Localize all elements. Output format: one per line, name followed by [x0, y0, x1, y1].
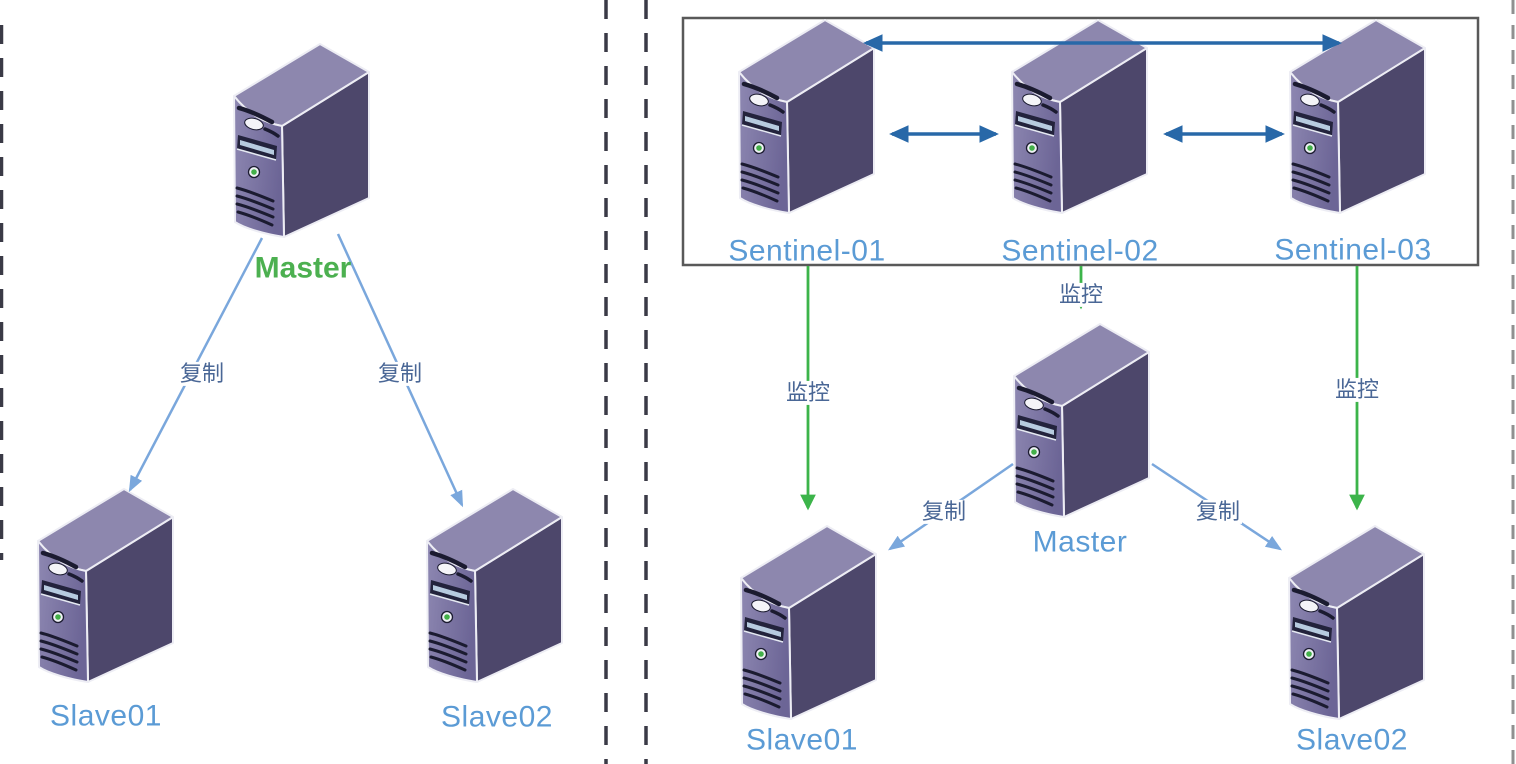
monitor-label-2: 监控 — [1056, 281, 1106, 308]
server-icon-slave02-left — [427, 489, 562, 682]
slave01-left-label: Slave01 — [50, 699, 162, 733]
master-left-label: Master — [254, 251, 352, 285]
slave02-left-label: Slave02 — [441, 700, 553, 734]
server-icon-master-left — [234, 44, 369, 237]
replicate-label-right-1: 复制 — [919, 498, 969, 525]
server-icon-slave01-left — [38, 489, 173, 682]
server-icon-sentinel-01 — [739, 20, 874, 213]
sentinel-group-box — [681, 16, 1480, 267]
replicate-label-right-2: 复制 — [1193, 498, 1243, 525]
slave02-right-label: Slave02 — [1296, 723, 1408, 757]
slave01-right-label: Slave01 — [746, 723, 858, 757]
replicate-label-left-2: 复制 — [375, 360, 425, 387]
server-icon-master-right — [1014, 324, 1149, 517]
master-right-label: Master — [1032, 525, 1128, 559]
server-icon-sentinel-03 — [1290, 20, 1425, 213]
sentinel-01-label: Sentinel-01 — [728, 234, 886, 268]
server-icon-sentinel-02 — [1012, 20, 1147, 213]
server-icon-slave01-right — [741, 526, 876, 719]
sentinel-02-label: Sentinel-02 — [1001, 234, 1159, 268]
monitor-label-1: 监控 — [783, 379, 833, 406]
server-icon-slave02-right — [1289, 526, 1424, 719]
monitor-label-3: 监控 — [1332, 376, 1382, 403]
replicate-label-left-1: 复制 — [177, 360, 227, 387]
sentinel-03-label: Sentinel-03 — [1274, 233, 1432, 267]
